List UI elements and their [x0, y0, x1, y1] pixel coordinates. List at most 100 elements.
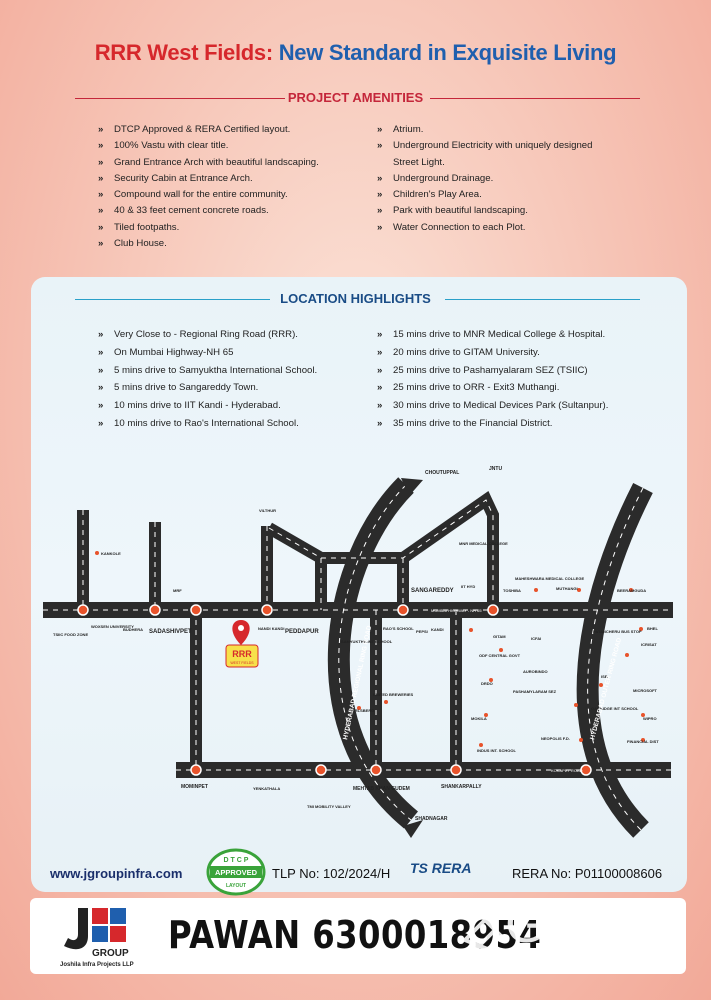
project-location-pin-icon	[225, 620, 259, 668]
label-isb: ISB	[601, 674, 608, 679]
label-mehtab: MEHTAB KHAN GUDEM	[353, 786, 410, 792]
label-financial: FINANCIAL DIST	[627, 739, 659, 744]
dtcp-approved-stamp: D T C P APPROVED LAYOUT	[206, 848, 266, 896]
location-right-item: 20 mins drive to GITAM University.	[377, 344, 657, 362]
amenities-left-item: Tiled footpaths.	[98, 220, 368, 237]
label-sangareddy: SANGAREDDY	[411, 588, 454, 594]
label-wipro: WIPRO	[643, 716, 657, 721]
location-left-list: Very Close to - Regional Ring Road (RRR)…	[98, 326, 368, 433]
label-iit: IIT HYD	[461, 584, 475, 589]
label-mominpet: MOMINPET	[181, 784, 208, 790]
tlp-number: TLP No: 102/2024/H	[272, 866, 391, 881]
label-pepsi: PEPSI	[416, 629, 428, 634]
amenities-left-item: Grand Entrance Arch with beautiful lands…	[98, 155, 368, 172]
label-mrf: MRF	[173, 588, 182, 593]
amenities-left-item: DTCP Approved & RERA Certified layout.	[98, 122, 368, 139]
gsale-watermark: Gsale	[461, 894, 646, 954]
location-right-item: 15 mins drive to MNR Medical College & H…	[377, 326, 657, 344]
location-map: RRR WEST FIELDS CHOUTUPPAL JNTU SANGARED…	[43, 466, 673, 838]
amenities-right-item: Children's Play Area.	[377, 187, 647, 204]
rrr-badge-sub: WEST FIELDS	[230, 661, 254, 665]
label-patancheru: PATANCHERU BUS STOP	[593, 629, 642, 634]
label-maheshwara: MAHESHWARA MEDICAL COLLEGE	[515, 576, 584, 581]
location-left-item: 5 mins drive to Samyuktha International …	[98, 362, 368, 380]
location-left-item: 10 mins drive to Rao's International Sch…	[98, 415, 368, 433]
label-microsoft: MICROSOFT	[633, 688, 658, 693]
rera-number: RERA No: P01100008606	[512, 866, 663, 881]
location-left-item: Very Close to - Regional Ring Road (RRR)…	[98, 326, 368, 344]
amenities-right-item: Park with beautiful landscaping.	[377, 203, 647, 220]
label-icfai: ICFAI	[531, 636, 541, 641]
stamp-top: D T C P	[224, 857, 249, 864]
label-nh65: MUMBAI HIGHWAY - NH 65	[431, 608, 482, 613]
company-name: Joshila Infra Projects LLP	[60, 962, 134, 968]
location-left-item: 5 mins drive to Sangareddy Town.	[98, 379, 368, 397]
label-kandi: KANDI	[431, 627, 444, 632]
label-pashamylaram: PASHAMYLARAM SEZ	[513, 689, 557, 694]
location-left-item: 10 mins drive to IIT Kandi - Hyderabad.	[98, 397, 368, 415]
amenities-left-item: Compound wall for the entire community.	[98, 187, 368, 204]
amenities-right-item: Water Connection to each Plot.	[377, 220, 647, 237]
label-mnr: MNR MEDICAL COLLEGE	[459, 541, 508, 546]
location-heading: LOCATION HIGHLIGHTS	[0, 291, 711, 306]
title-red: RRR West Fields:	[94, 40, 273, 65]
label-neopolis: NEOPOLIS F.D.	[541, 736, 570, 741]
label-peddapur: PEDDAPUR	[285, 629, 319, 635]
contact-bar	[30, 898, 686, 974]
label-tmi: TMI MOBILITY VALLEY	[307, 804, 351, 809]
label-muthangi: MUTHANGI	[556, 586, 578, 591]
amenities-right-item: Underground Drainage.	[377, 171, 647, 188]
label-budhera: BUDHERA	[123, 627, 143, 632]
label-kankole: KANKOLE	[101, 551, 121, 556]
label-woxsen: WOXSEN UNIVERSITY	[91, 624, 134, 629]
label-aurobindo: AUROBINDO	[523, 669, 548, 674]
label-beeramguda: BEERAMGUDA	[617, 588, 646, 593]
label-choutuppal: CHOUTUPPAL	[425, 470, 459, 476]
amenities-left-item: Security Cabin at Entrance Arch.	[98, 171, 368, 188]
ts-rera-logo: TS RERA	[410, 860, 472, 876]
label-vilthur: VILTHUR	[259, 508, 276, 513]
label-jntu: JNTU	[489, 466, 502, 472]
label-gitam: GITAM	[493, 634, 506, 639]
label-oakridge: OAKRIDGE INT SCHOOL	[591, 706, 639, 711]
label-icrisat: ICRISAT	[641, 642, 657, 647]
location-right-list: 15 mins drive to MNR Medical College & H…	[377, 326, 657, 433]
amenities-left-item: 100% Vastu with clear title.	[98, 138, 368, 155]
amenities-right-item: Underground Electricity with uniquely de…	[377, 138, 647, 155]
label-samyuktha: SAMYUKTHA INT SCHOOL	[341, 639, 393, 644]
label-indus: INDUS INT. SCHOOL	[477, 748, 516, 753]
label-raos: RAO'S SCHOOL	[383, 626, 414, 631]
label-nandi: NANDI KANDI	[258, 626, 284, 631]
rrr-badge: RRR	[232, 649, 252, 659]
amenities-right-list: Atrium.Underground Electricity with uniq…	[377, 122, 647, 236]
amenities-left-list: DTCP Approved & RERA Certified layout.10…	[98, 122, 368, 253]
amenities-left-item: 40 & 33 feet cement concrete roads.	[98, 203, 368, 220]
location-right-item: 30 mins drive to Medical Devices Park (S…	[377, 397, 657, 415]
logo-text: GROUP	[92, 948, 129, 959]
jgroup-logo-icon: GROUP	[64, 908, 129, 959]
amenities-right-item: Street Light.	[393, 156, 445, 168]
location-left-item: On Mumbai Highway-NH 65	[98, 344, 368, 362]
gsale-text: Gsale	[505, 894, 646, 954]
label-sadashivpet: SADASHIVPET	[149, 629, 192, 635]
label-tsiic: TSIIC FOOD ZONE	[53, 632, 88, 637]
amenities-right-item: Atrium.	[377, 122, 647, 139]
label-drdo: DRDO	[481, 681, 493, 686]
label-united: UNITED BREWERIES	[373, 692, 414, 697]
label-carlsberg: CARLSBERG	[349, 708, 374, 713]
page-title: RRR West Fields: New Standard in Exquisi…	[0, 40, 711, 66]
stamp-bot: LAYOUT	[226, 883, 246, 889]
title-blue: New Standard in Exquisite Living	[278, 40, 617, 65]
label-shankarpally: SHANKARPALLY	[441, 784, 482, 790]
label-yenkathala: YENKATHALA	[253, 786, 280, 791]
label-shadnagar: SHADNAGAR	[415, 816, 448, 822]
label-mokila: MOKILA	[471, 716, 487, 721]
contact-number[interactable]: PAWAN 6300018954	[168, 913, 542, 957]
label-kokapet-road: KOKAPET ROAD	[551, 768, 583, 773]
location-right-item: 25 mins drive to ORR - Exit3 Muthangi.	[377, 379, 657, 397]
location-right-item: 35 mins drive to the Financial District.	[377, 415, 657, 433]
label-odf: ODF CENTRAL GOVT	[479, 653, 521, 658]
website-link[interactable]: www.jgroupinfra.com	[50, 866, 183, 881]
rrr-north-arrow-icon	[401, 478, 423, 496]
amenities-heading: PROJECT AMENITIES	[0, 90, 711, 105]
